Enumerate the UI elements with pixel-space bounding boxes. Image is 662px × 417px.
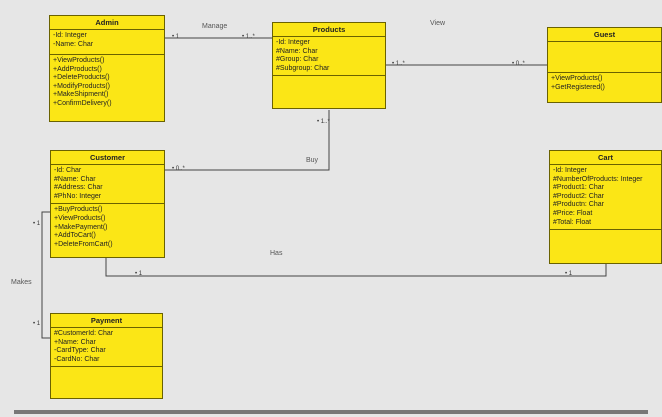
member-line: -Id: Integer — [53, 32, 87, 39]
member-line: +ModifyProducts() — [53, 82, 110, 90]
member-line: +ViewProducts() — [54, 214, 106, 222]
view-mult-guest: • 0..* — [512, 61, 525, 67]
member-line: #Product1: Char — [553, 184, 604, 192]
member-line: #Price: Float — [553, 209, 593, 217]
member-line: +ViewProducts() — [551, 75, 603, 82]
has-mult-cart: • 1 — [565, 271, 573, 277]
member-line: #Productn: Char — [553, 201, 604, 209]
view-mult-products: • 1..* — [392, 61, 405, 67]
member-line: #Total: Float — [553, 218, 592, 226]
class-customer[interactable]: Customer -Id: Char#Name: Char#Address: C… — [50, 150, 165, 258]
member-line: #Address: Char — [54, 184, 103, 192]
class-cart-attributes: -Id: Integer#NumberOfProducts: Integer#P… — [550, 165, 661, 231]
member-line: -CardType: Char — [54, 347, 106, 355]
class-customer-methods: +BuyProducts()+ViewProducts()+MakePaymen… — [51, 204, 164, 251]
member-line: +GetRegistered() — [551, 83, 605, 91]
class-customer-attributes: -Id: Char#Name: Char#Address: Char#PhNo:… — [51, 165, 164, 205]
member-line: +DeleteProducts() — [53, 74, 110, 82]
class-guest-methods: +ViewProducts()+GetRegistered() — [548, 73, 661, 94]
class-payment-name: Payment — [51, 314, 162, 328]
member-line: +MakePayment() — [54, 223, 108, 231]
member-line: +ViewProducts() — [53, 57, 105, 64]
class-cart-methods — [550, 230, 661, 234]
manage-mult-products: • 1..* — [242, 34, 255, 40]
makes-mult-payment: • 1 — [33, 321, 41, 327]
buy-connector — [165, 110, 330, 171]
member-line: #Name: Char — [54, 175, 96, 183]
buy-label: Buy — [306, 157, 319, 164]
member-line: #Product2: Char — [553, 192, 604, 200]
class-products-name: Products — [273, 23, 385, 37]
member-line: #PhNo: Integer — [54, 192, 102, 200]
member-line: #CustomerId: Char — [54, 330, 114, 337]
class-guest[interactable]: Guest +ViewProducts()+GetRegistered() — [547, 27, 662, 103]
buy-mult-products: • 1..* — [317, 119, 330, 125]
class-guest-attributes — [548, 42, 661, 73]
makes-mult-customer: • 1 — [33, 221, 41, 227]
member-line: +BuyProducts() — [54, 206, 103, 214]
bottom-divider — [14, 410, 648, 414]
class-products-attributes: -Id: Integer#Name: Char#Group: Char#Subg… — [273, 37, 385, 77]
member-line: -Id: Char — [54, 167, 82, 174]
member-line: +AddProducts() — [53, 65, 102, 73]
manage-mult-admin: • 1 — [172, 34, 180, 40]
class-payment[interactable]: Payment #CustomerId: Char+Name: Char-Car… — [50, 313, 163, 399]
member-line: +AddToCart() — [54, 232, 96, 240]
member-line: +Name: Char — [54, 338, 96, 346]
class-cart-name: Cart — [550, 151, 661, 165]
member-line: #Subgroup: Char — [276, 64, 330, 72]
makes-connector — [41, 211, 50, 339]
class-cart[interactable]: Cart -Id: Integer#NumberOfProducts: Inte… — [549, 150, 662, 264]
buy-mult-customer: • 0..* — [172, 166, 185, 172]
member-line: +MakeShipment() — [53, 91, 109, 99]
member-line: #Name: Char — [276, 47, 318, 55]
manage-label: Manage — [202, 23, 228, 30]
class-payment-methods — [51, 367, 162, 371]
class-customer-name: Customer — [51, 151, 164, 165]
class-admin-name: Admin — [50, 16, 164, 30]
has-connector — [105, 258, 607, 277]
class-admin-attributes: -Id: Integer-Name: Char — [50, 30, 164, 55]
class-products-methods — [273, 76, 385, 80]
makes-label: Makes — [11, 279, 32, 286]
class-admin[interactable]: Admin -Id: Integer-Name: Char +ViewProdu… — [49, 15, 165, 122]
class-products[interactable]: Products -Id: Integer#Name: Char#Group: … — [272, 22, 386, 109]
class-payment-attributes: #CustomerId: Char+Name: Char-CardType: C… — [51, 328, 162, 368]
member-line: #NumberOfProducts: Integer — [553, 175, 643, 183]
member-line: #Group: Char — [276, 56, 319, 64]
has-label: Has — [270, 250, 283, 257]
member-line: +ConfirmDelivery() — [53, 99, 112, 107]
member-line: -Id: Integer — [553, 167, 587, 174]
member-line: -Id: Integer — [276, 39, 310, 46]
member-line: -Name: Char — [53, 40, 94, 48]
view-label: View — [430, 20, 446, 27]
member-line: -CardNo: Char — [54, 355, 100, 363]
class-admin-methods: +ViewProducts()+AddProducts()+DeleteProd… — [50, 55, 164, 111]
has-mult-customer: • 1 — [135, 271, 143, 277]
member-line: +DeleteFromCart() — [54, 240, 113, 248]
class-guest-name: Guest — [548, 28, 661, 42]
